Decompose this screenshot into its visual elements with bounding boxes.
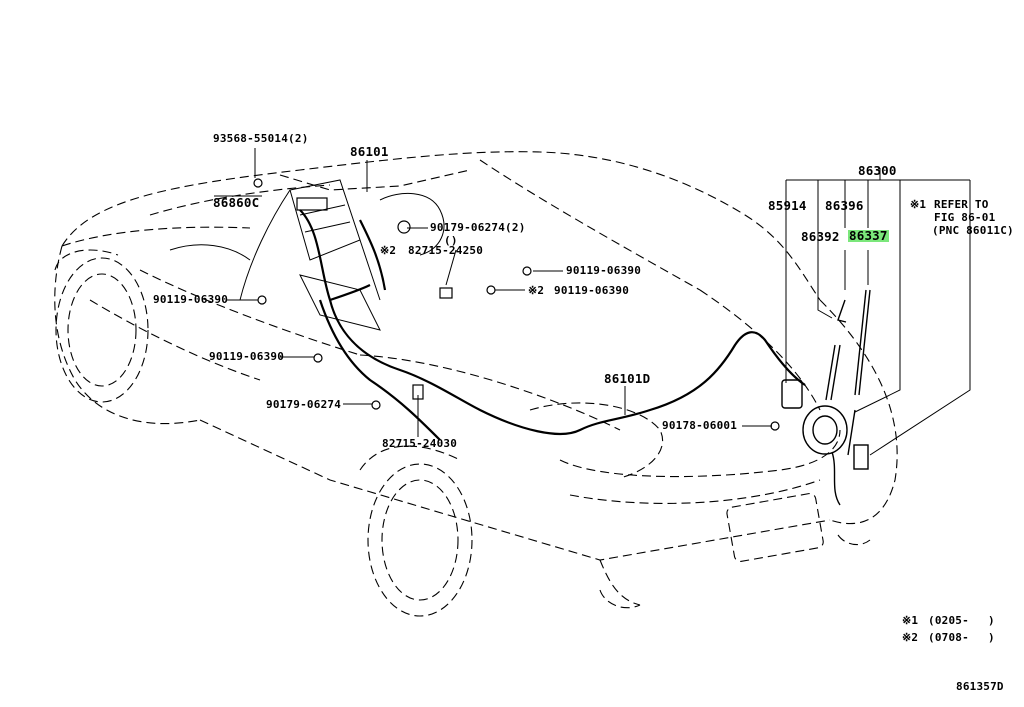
note-2-range: (0708- [928, 631, 969, 644]
leader-lines [214, 148, 971, 456]
note-1-range: (0205- [928, 614, 969, 627]
label-86396: 86396 [825, 198, 864, 213]
wiring-harness [299, 209, 806, 441]
label-86300: 86300 [858, 163, 897, 178]
dashboard [169, 179, 445, 331]
refer-mark: ※1 [910, 198, 927, 211]
label-90119-b-mark: ※2 [528, 284, 545, 297]
refer-line-1: REFER TO [934, 198, 989, 211]
rear-deck [529, 402, 871, 609]
car-body-outline [54, 151, 898, 606]
label-82715-b: 82715-24030 [382, 437, 458, 450]
label-86101: 86101 [350, 144, 389, 159]
label-82715-a: 82715-24250 [408, 244, 484, 257]
label-paren: () [444, 234, 458, 247]
label-93568: 93568-55014(2) [213, 132, 309, 145]
label-90119-b: 90119-06390 [554, 284, 630, 297]
label-86392: 86392 [801, 229, 840, 244]
label-86337-highlighted[interactable]: 86337 [848, 228, 889, 243]
label-85914: 85914 [768, 198, 807, 213]
antenna-assembly [781, 289, 871, 506]
note-2-end: ) [988, 631, 995, 644]
label-86101d: 86101D [604, 371, 651, 386]
label-82715-a-mark: ※2 [380, 244, 397, 257]
rear-wheel [359, 445, 473, 617]
label-90178: 90178-06001 [662, 419, 738, 432]
note-2-mark: ※2 [902, 631, 919, 644]
front-wheel [54, 249, 149, 403]
note-1-end: ) [988, 614, 995, 627]
refer-line-3: (PNC 86011C) [932, 224, 1014, 237]
label-90179-a: 90179-06274(2) [430, 221, 526, 234]
label-86860c: 86860C [213, 195, 260, 210]
fasteners [253, 178, 780, 431]
label-90119-c: 90119-06390 [153, 293, 229, 306]
note-1-mark: ※1 [902, 614, 919, 627]
label-90179-b: 90179-06274 [266, 398, 342, 411]
refer-line-2: FIG 86-01 [934, 211, 996, 224]
label-90119-a: 90119-06390 [566, 264, 642, 277]
drawing-number: 861357D [956, 680, 1004, 693]
label-90119-d: 90119-06390 [209, 350, 285, 363]
